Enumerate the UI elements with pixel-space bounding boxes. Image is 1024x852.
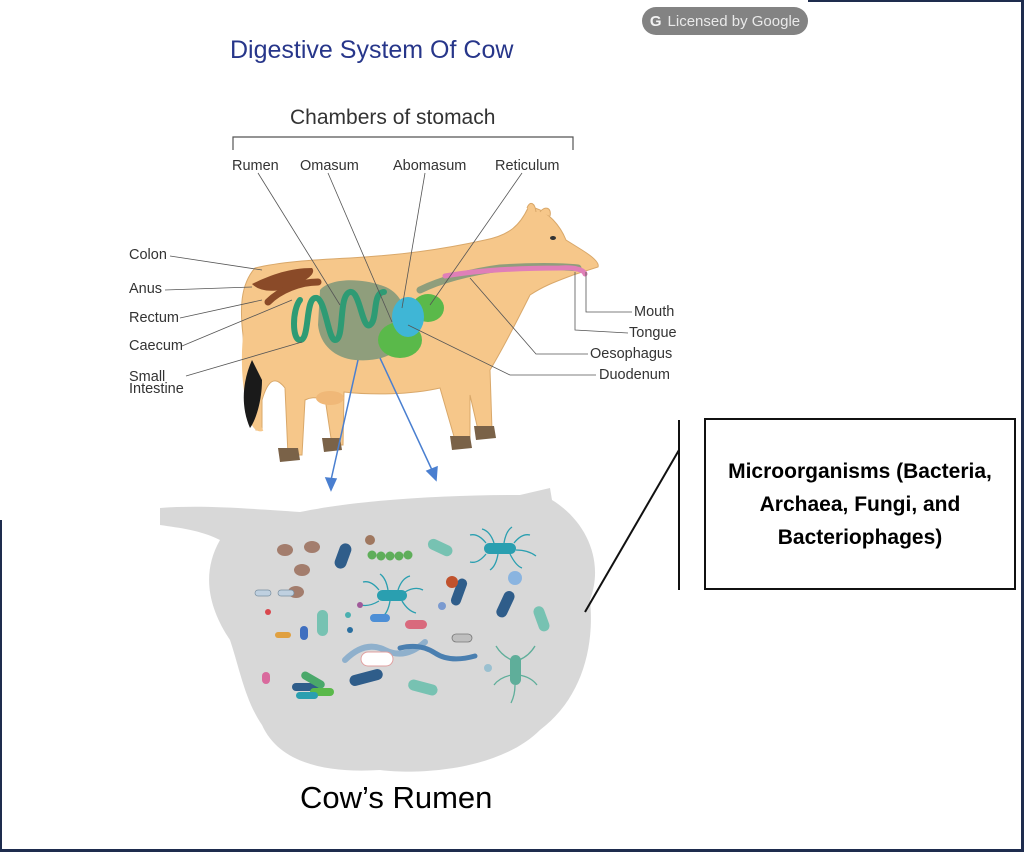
tail-switch-icon: [243, 360, 262, 428]
callout-connector: [584, 420, 680, 613]
frame-right: [1021, 0, 1024, 852]
bacteria-cluster: [292, 671, 334, 699]
label-mouth: Mouth: [634, 304, 675, 320]
rectum: [264, 278, 322, 306]
label-reticulum: Reticulum: [495, 158, 560, 174]
diagram-title: Digestive System Of Cow: [230, 36, 514, 64]
microbes: [254, 526, 550, 704]
label-omasum: Omasum: [300, 158, 359, 174]
rumen-blob: [160, 488, 596, 772]
label-small: Small: [129, 369, 166, 385]
label-caecum: Caecum: [129, 338, 183, 354]
google-g-icon: G: [649, 12, 662, 30]
small-intestine: [291, 289, 387, 344]
hoof-icon: [474, 426, 496, 440]
hoof-icon: [450, 436, 472, 450]
label-tongue: Tongue: [629, 325, 677, 341]
licensed-badge[interactable]: G Licensed by Google: [642, 7, 808, 35]
microorganisms-callout: Microorganisms (Bacteria, Archaea, Fungi…: [704, 418, 1016, 590]
label-duodenum: Duodenum: [599, 367, 670, 383]
label-colon: Colon: [129, 247, 167, 263]
chambers-bracket: [232, 136, 574, 150]
chambers-heading: Chambers of stomach: [290, 106, 496, 129]
badge-text: Licensed by Google: [667, 12, 801, 30]
rumen-caption: Cow’s Rumen: [300, 780, 493, 815]
rumen-arrows: [324, 357, 438, 492]
frame-bottom: [0, 849, 1024, 852]
hoof-icon: [278, 448, 300, 462]
label-anus: Anus: [129, 281, 163, 297]
label-oesophagus: Oesophagus: [590, 346, 673, 362]
leader-lines: [164, 172, 632, 377]
colon: [252, 268, 314, 291]
tongue: [442, 265, 588, 279]
label-intestine: Intestine: [129, 381, 184, 397]
label-rectum: Rectum: [129, 310, 179, 326]
label-abomasum: Abomasum: [393, 158, 467, 174]
frame-top-right: [808, 0, 1024, 2]
hoof-icon: [322, 438, 342, 452]
abomasum: [392, 297, 424, 337]
frame-left-lower: [0, 520, 2, 852]
microorganisms-text: Microorganisms (Bacteria, Archaea, Fungi…: [728, 459, 992, 549]
cow-illustration: [240, 202, 599, 462]
label-rumen: Rumen: [232, 158, 279, 174]
